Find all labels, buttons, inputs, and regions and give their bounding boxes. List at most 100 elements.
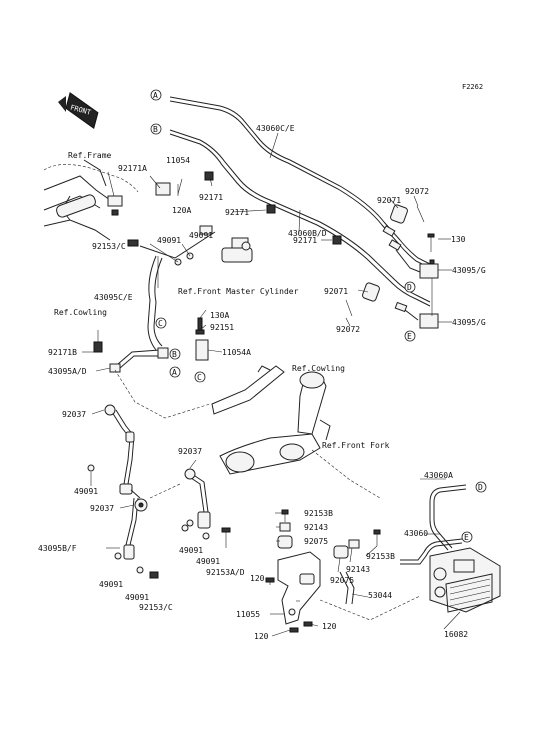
clamp-92171b — [93, 330, 103, 353]
part-43060a-label: 43060A — [424, 471, 453, 480]
part-92171-center-label: 92171 — [199, 193, 223, 202]
part-92151-label: 92151 — [210, 323, 234, 332]
part-92071-top-label: 92071 — [377, 196, 401, 205]
part-120-b-label: 120 — [254, 632, 269, 641]
front-direction-badge: FRONT — [58, 92, 99, 130]
connector-label: D — [407, 283, 412, 292]
connector-a-top: A — [150, 89, 162, 101]
hose-43095ad — [109, 347, 169, 373]
connector-b-top: B — [150, 123, 162, 135]
part-43095ce-label: 43095C/E — [94, 293, 133, 302]
part-49091-a-label: 49091 — [157, 236, 181, 245]
part-92153c-top-label: 92153/C — [92, 242, 126, 251]
connector-c-lower: C — [194, 371, 206, 383]
part-49091-d-label: 49091 — [99, 580, 123, 589]
clip-92072-bottom — [345, 299, 353, 317]
frame-outline — [43, 159, 139, 241]
part-92171a-label: 92171A — [118, 164, 147, 173]
part-43060bd-label: 43060B/D — [288, 229, 327, 238]
part-11054-label: 11054 — [166, 156, 190, 165]
connector-label: E — [407, 332, 412, 341]
brake-pipe-a — [169, 96, 431, 269]
connector-label: B — [172, 350, 177, 359]
bracket-11054a — [195, 317, 209, 361]
part-43095bf-label: 43095B/F — [38, 544, 77, 553]
part-120a-label: 120A — [172, 206, 191, 215]
clamp-92171a — [107, 195, 123, 216]
connector-d-lower: D — [475, 481, 487, 493]
bolts-120 — [265, 577, 313, 633]
guide-dashed-abs — [319, 595, 421, 621]
part-43095ad-label: 43095A/D — [48, 367, 87, 376]
part-49091-b-label: 49091 — [189, 231, 213, 240]
ref-cowling-center-label: Ref.Cowling — [292, 364, 345, 373]
brake-hose-43095ce — [127, 225, 253, 351]
abs-unit-16082 — [429, 547, 501, 613]
part-92075-a-label: 92075 — [304, 537, 328, 546]
bolt-92153b-a — [281, 509, 289, 522]
connector-label: A — [153, 91, 158, 100]
brake-pipe-b — [169, 129, 431, 307]
collar-92143-b — [348, 539, 360, 549]
ref-master-cylinder-label: Ref.Front Master Cylinder — [178, 287, 299, 296]
part-92072-bottom-label: 92072 — [336, 325, 360, 334]
connector-label: B — [153, 125, 158, 134]
clamp-92171-under — [266, 204, 276, 214]
part-120-a-label: 120 — [250, 574, 265, 583]
clip-92072-top — [416, 205, 425, 223]
ref-frame-label: Ref.Frame — [68, 151, 112, 160]
part-92143-b-label: 92143 — [346, 565, 370, 574]
part-49091-c-label: 49091 — [74, 487, 98, 496]
lower-hose-43095bf — [104, 404, 141, 560]
guide-dashed-left — [114, 369, 211, 419]
connector-b-mid: B — [169, 348, 181, 360]
connector-d-right: D — [404, 281, 416, 293]
rubber-damper-92075-b — [333, 545, 349, 559]
bolt-130-right — [427, 233, 435, 252]
part-92171-under-label: 92171 — [225, 208, 249, 217]
connector-label: A — [172, 368, 177, 377]
part-49091-g-label: 49091 — [196, 557, 220, 566]
connector-e-right: E — [404, 330, 416, 342]
connector-label: C — [158, 319, 163, 328]
part-16082-label: 16082 — [444, 630, 468, 639]
part-43060-label: 43060 — [404, 529, 428, 538]
lower-right-pipe — [184, 468, 211, 529]
part-92143-a-label: 92143 — [304, 523, 328, 532]
part-92153b-b-label: 92153B — [366, 552, 395, 561]
part-92171-right-label: 92171 — [293, 236, 317, 245]
pipe-43060a — [429, 484, 467, 551]
part-92171b-label: 92171B — [48, 348, 77, 357]
collar-92143-a — [279, 522, 291, 532]
pipe-joint-top-right — [382, 225, 439, 279]
bracket-11054 — [155, 182, 179, 196]
bolt-92153b-b — [373, 529, 381, 546]
part-43095g-top-label: 43095/G — [452, 266, 486, 275]
part-92153c-bottom-label: 92153/C — [139, 603, 173, 612]
ref-front-fork-label: Ref.Front Fork — [322, 441, 390, 450]
guide-dashed-fork — [311, 449, 381, 499]
bolt-92153c-bottom — [149, 571, 159, 579]
part-11055-label: 11055 — [236, 610, 260, 619]
connector-label: E — [464, 533, 469, 542]
pipe-joint-bottom-right — [394, 301, 439, 329]
grommet-92071-mid — [362, 282, 380, 302]
part-92075-b-label: 92075 — [330, 576, 354, 585]
part-92153b-a-label: 92153B — [304, 509, 333, 518]
part-49091-e-label: 49091 — [125, 593, 149, 602]
part-11054a-label: 11054A — [222, 348, 251, 357]
part-43060ce-label: 43060C/E — [256, 124, 295, 133]
connector-c-mid: C — [155, 317, 167, 329]
abs-bracket-11055 — [277, 551, 321, 625]
part-92037-left-label: 92037 — [62, 410, 86, 419]
washer-49091-lower — [87, 464, 210, 574]
connector-e-lower: E — [461, 531, 473, 543]
part-120-c-label: 120 — [322, 622, 337, 631]
clamp-92171-right — [332, 235, 342, 245]
part-92072-top-label: 92072 — [405, 187, 429, 196]
grommet-92071-top — [390, 204, 408, 224]
union-92037-mid — [134, 498, 148, 512]
connector-label: C — [197, 373, 202, 382]
part-43095g-bottom-label: 43095/G — [452, 318, 486, 327]
part-130a-label: 130A — [210, 311, 229, 320]
